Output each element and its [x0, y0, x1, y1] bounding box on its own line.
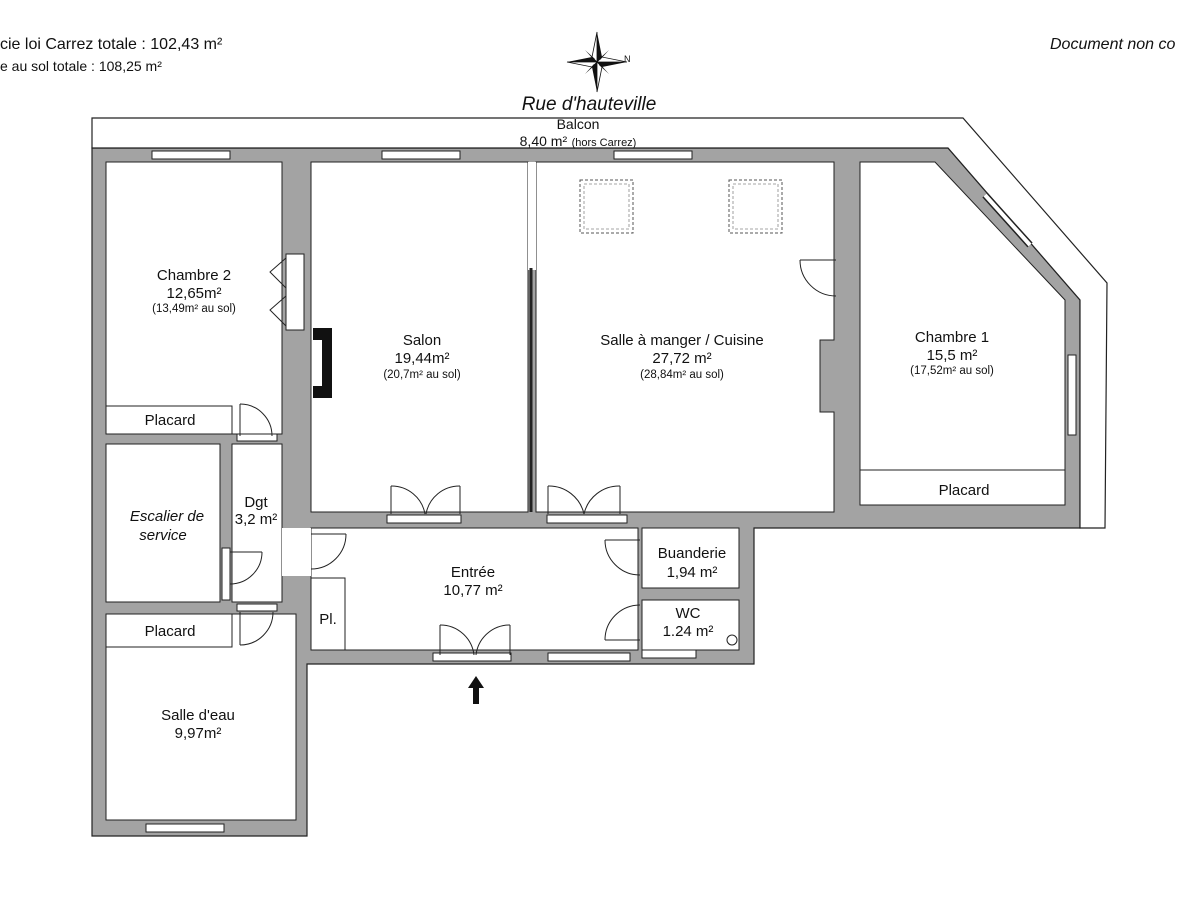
dgt-area: 3,2 m²: [234, 511, 278, 528]
room-wc: [641, 599, 740, 651]
room-placard-2: [105, 613, 233, 648]
escalier-line2: service: [139, 527, 187, 544]
chambre-1-name: Chambre 1: [914, 329, 990, 346]
wc-name: WC: [675, 605, 701, 622]
chambre-2-area: 12,65m²: [166, 285, 222, 302]
compass-north-label: N: [624, 54, 631, 64]
room-salon: [310, 161, 529, 513]
chambre-1-floor: (17,52m² au sol): [910, 365, 994, 377]
entree-area: 10,77 m²: [443, 582, 503, 599]
wc-area: 1.24 m²: [662, 623, 714, 640]
skylight-1: [579, 179, 634, 234]
room-chambre-1: [859, 161, 1066, 506]
fireplace: [313, 328, 332, 398]
escalier-line1: Escalier de: [129, 508, 205, 525]
disclaimer: Document non co: [1050, 36, 1176, 53]
compass-rose-icon: [566, 31, 628, 93]
placard-1-name: Placard: [144, 412, 196, 429]
opening-dgt-entree: [282, 528, 311, 576]
street-name: Rue d'hauteville: [521, 94, 657, 115]
room-chambre-2: [105, 161, 283, 435]
buanderie-name: Buanderie: [657, 545, 727, 562]
room-buanderie: [641, 527, 740, 589]
sam-floor: (28,84m² au sol): [640, 369, 724, 381]
chambre-1-area: 15,5 m²: [926, 347, 978, 364]
windows: [145, 150, 1077, 833]
room-entree: [310, 527, 639, 651]
door-swings: [229, 257, 837, 656]
carrez-total: cie loi Carrez totale : 102,43 m²: [0, 36, 223, 53]
salon-name: Salon: [402, 332, 442, 349]
balcony-info: 8,40 m² (hors Carrez): [520, 133, 637, 151]
sam-area: 27,72 m²: [652, 350, 712, 367]
wc-fixture: [726, 634, 738, 646]
room-salle-a-manger: [535, 161, 835, 513]
sol-total: e au sol totale : 108,25 m²: [0, 58, 162, 74]
opening-salon-sam: [528, 162, 536, 270]
balcony-note: (hors Carrez): [571, 137, 637, 149]
balcony-name: Balcon: [556, 116, 600, 132]
salle-eau-area: 9,97m²: [174, 725, 222, 742]
balcony-area: 8,40 m²: [519, 133, 568, 149]
room-escalier: [105, 443, 221, 603]
placard-3-name: Placard: [938, 482, 990, 499]
room-placard-3: [859, 469, 1066, 506]
chambre-2-floor: (13,49m² au sol): [152, 303, 236, 315]
sam-name: Salle à manger / Cuisine: [600, 332, 764, 349]
salle-eau-name: Salle d'eau: [161, 707, 235, 724]
salon-area: 19,44m²: [394, 350, 450, 367]
salon-floor: (20,7m² au sol): [383, 369, 461, 381]
chambre-2-name: Chambre 2: [156, 267, 232, 284]
placard-entree-name: Pl.: [319, 611, 337, 628]
entrance-arrow-icon: [468, 676, 484, 704]
entree-name: Entrée: [450, 564, 496, 581]
room-placard-1: [105, 405, 233, 435]
room-dgt: [231, 443, 283, 603]
dgt-name: Dgt: [244, 494, 268, 511]
buanderie-area: 1,94 m²: [666, 564, 718, 581]
skylight-2: [728, 179, 783, 234]
room-placard-entree: [310, 577, 346, 651]
balcony-area: [91, 117, 1108, 529]
placard-2-name: Placard: [144, 623, 196, 640]
